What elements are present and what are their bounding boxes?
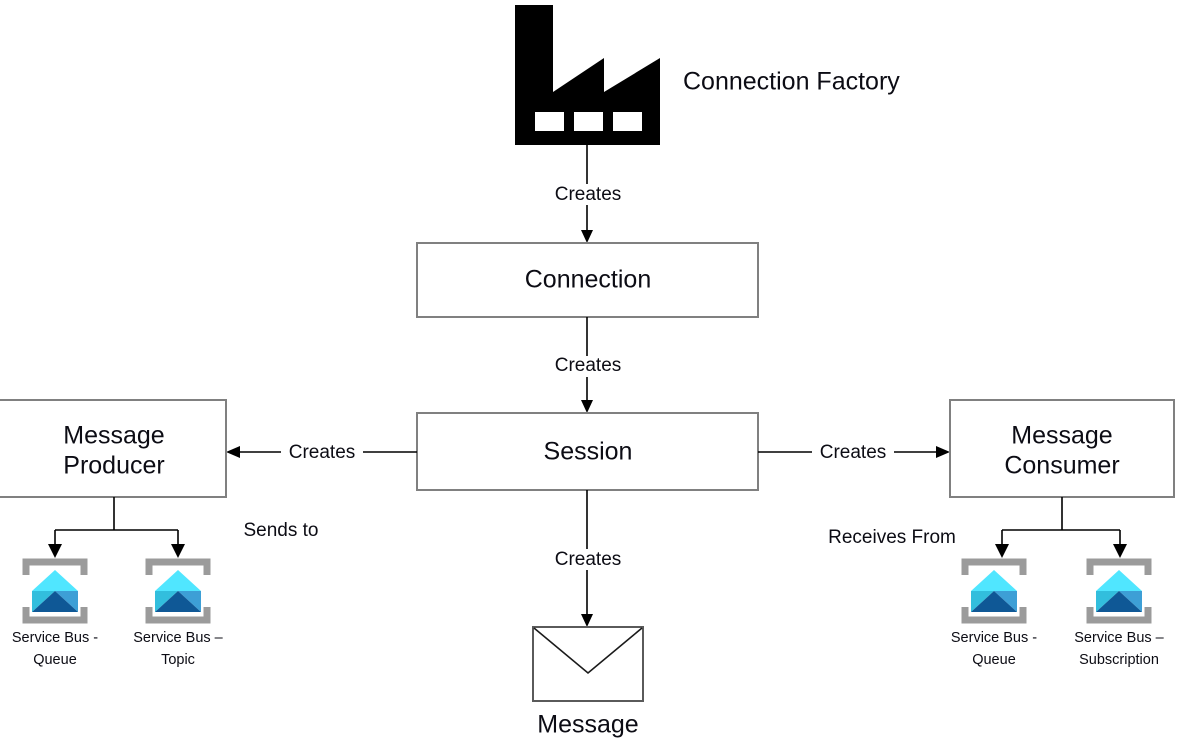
edge-label-creates: Creates	[555, 549, 622, 570]
service-bus-bracket-frame	[22, 558, 88, 624]
service-bus-queue-caption-line1: Service Bus -	[12, 630, 98, 646]
service-bus-cube-glyph	[155, 570, 201, 612]
message-consumer-label-line2: Consumer	[1004, 452, 1119, 480]
edge-producer-to-service-bus	[48, 497, 185, 558]
message-producer-label-line1: Message	[63, 422, 164, 450]
edge-label-backdrop	[548, 549, 628, 570]
service-bus-bracket-frame	[1086, 558, 1152, 624]
service-bus-consumer-queue-caption-line1: Service Bus -	[951, 630, 1037, 646]
edge-connection-to-session: Creates	[548, 317, 628, 413]
service-bus-bracket-frame	[145, 558, 211, 624]
service-bus-queue-icon[interactable]: Service Bus - Queue	[12, 558, 98, 668]
factory-icon	[515, 5, 660, 145]
factory-window-1	[535, 112, 564, 131]
service-bus-subscription-caption-line1: Service Bus –	[1074, 630, 1164, 646]
edge-label-creates: Creates	[820, 442, 887, 463]
service-bus-topic-icon[interactable]: Service Bus – Topic	[133, 558, 224, 668]
edge-session-to-producer: Creates	[226, 442, 417, 463]
service-bus-consumer-queue-caption-line2: Queue	[972, 652, 1016, 668]
service-bus-cube-glyph	[971, 570, 1017, 612]
message-consumer-box[interactable]: Message Consumer	[949, 399, 1175, 498]
service-bus-topic-caption-line1: Service Bus –	[133, 630, 223, 646]
message-producer-box[interactable]: Message Producer	[0, 399, 227, 498]
edge-label-sends-to: Sends to	[244, 520, 319, 541]
service-bus-bracket-frame	[961, 558, 1027, 624]
message-producer-label-line2: Producer	[63, 452, 164, 480]
envelope-icon[interactable]	[532, 626, 644, 702]
service-bus-subscription-caption-line2: Subscription	[1079, 652, 1159, 668]
service-bus-subscription-icon[interactable]: Service Bus – Subscription	[1074, 558, 1165, 668]
session-box-label: Session	[544, 438, 633, 466]
edge-label-backdrop	[281, 442, 363, 463]
edge-session-to-message: Creates	[548, 490, 628, 627]
message-consumer-label-line1: Message	[1011, 422, 1112, 450]
message-label: Message	[537, 711, 638, 739]
connection-factory-label: Connection Factory	[683, 68, 900, 96]
edge-factory-to-connection: Creates	[548, 145, 628, 243]
service-bus-queue-caption-line2: Queue	[33, 652, 77, 668]
connection-box-label: Connection	[525, 266, 651, 294]
service-bus-topic-caption-line2: Topic	[161, 652, 195, 668]
edge-label-creates: Creates	[555, 355, 622, 376]
session-box[interactable]: Session	[416, 412, 759, 491]
edge-label-receives-from: Receives From	[828, 527, 956, 548]
factory-window-2	[574, 112, 603, 131]
edge-label-backdrop	[812, 442, 894, 463]
edge-label-backdrop	[548, 184, 628, 205]
factory-window-3	[613, 112, 642, 131]
edge-label-backdrop	[548, 356, 628, 377]
edge-label-creates: Creates	[555, 184, 622, 205]
service-bus-cube-glyph	[1096, 570, 1142, 612]
service-bus-cube-glyph	[32, 570, 78, 612]
connection-box[interactable]: Connection	[416, 242, 759, 318]
service-bus-consumer-queue-icon[interactable]: Service Bus - Queue	[951, 558, 1037, 668]
edge-session-to-consumer: Creates	[758, 442, 950, 463]
edge-consumer-from-service-bus	[995, 497, 1127, 558]
edge-label-creates: Creates	[289, 442, 356, 463]
